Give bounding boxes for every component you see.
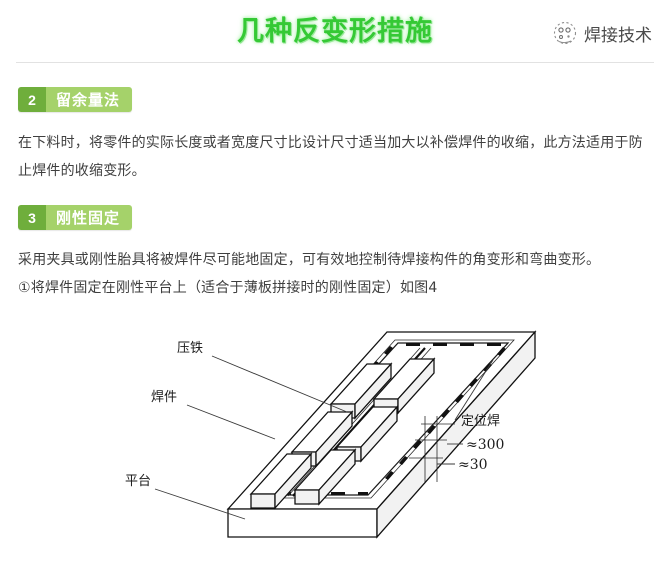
label-dimension-300: ≈300 [466,437,504,453]
label-press-iron: 压铁 [177,341,203,356]
press-iron-block [249,452,313,510]
section-3-title: 刚性固定 [46,205,133,230]
section-2: 2 留余量法 在下料时，将零件的实际长度或者宽度尺寸比设计尺寸适当加大以补偿焊件… [18,63,652,185]
section-2-paragraph-1: 在下料时，将零件的实际长度或者宽度尺寸比设计尺寸适当加大以补偿焊件的收缩，此方法… [18,135,643,179]
dimension-marks [409,416,455,482]
label-platform: 平台 [125,474,151,489]
label-weldment: 焊件 [151,389,177,405]
section-3-body: 采用夹具或刚性胎具将被焊件尽可能地固定，可有效地控制待焊接构件的角变形和弯曲变形… [18,246,652,302]
press-iron-block [335,405,399,463]
label-tack-weld: 定位焊 [461,413,500,429]
section-3-paragraph-1: 采用夹具或刚性胎具将被焊件尽可能地固定，可有效地控制待焊接构件的角变形和弯曲变形… [18,252,601,268]
brand-logo: 焊接技术 [552,20,652,46]
press-iron-block [372,357,436,415]
header-divider [16,62,654,63]
brand-name: 焊接技术 [584,25,652,46]
section-2-body: 在下料时，将零件的实际长度或者宽度尺寸比设计尺寸适当加大以补偿焊件的收缩，此方法… [18,129,652,185]
article-content: 2 留余量法 在下料时，将零件的实际长度或者宽度尺寸比设计尺寸适当加大以补偿焊件… [0,63,670,562]
section-2-number: 2 [18,87,46,112]
page-header: 几种反变形措施 焊接技术 [0,0,670,63]
label-dimension-30: ≈30 [458,457,488,473]
circular-qr-logo-icon [552,20,578,46]
section-3-paragraph-2: ①将焊件固定在刚性平台上（适合于薄板拼接时的刚性固定）如图4 [18,280,438,296]
section-2-title: 留余量法 [46,87,133,112]
press-iron-block [293,448,357,506]
section-2-badge: 2 留余量法 [18,87,133,112]
section-3-number: 3 [18,205,46,230]
section-3-badge: 3 刚性固定 [18,205,133,230]
section-3: 3 刚性固定 采用夹具或刚性胎具将被焊件尽可能地固定，可有效地控制待焊接构件的角… [18,185,652,302]
page-title: 几种反变形措施 [237,16,433,47]
rigid-fixation-diagram: 压铁 焊件 平台 定位焊 ≈300 ≈30 [18,312,652,562]
